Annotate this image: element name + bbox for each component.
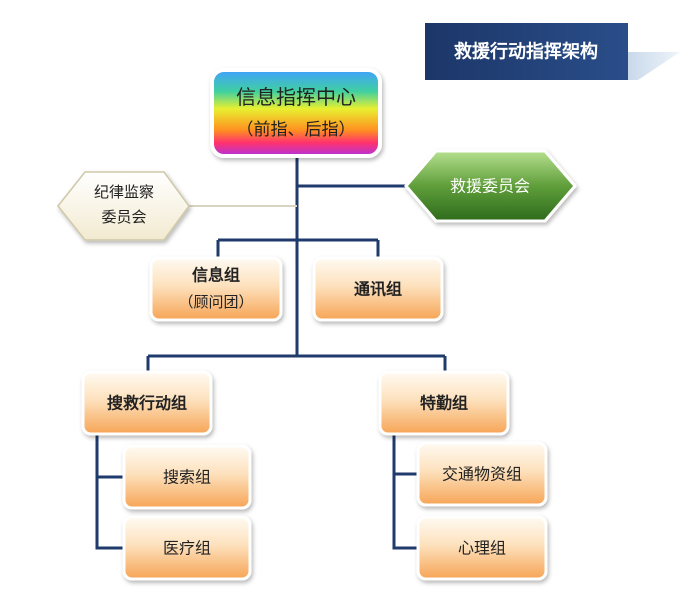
search-group-label: 搜索组 — [163, 468, 211, 487]
command-center-title: 信息指挥中心 — [236, 85, 356, 109]
search-action-group-label: 搜救行动组 — [107, 394, 187, 413]
node-discipline-committee[interactable]: 纪律监察 委员会 — [57, 171, 190, 241]
info-group-subtitle: （顾问团） — [178, 293, 253, 311]
node-medical-group[interactable]: 医疗组 — [122, 515, 252, 581]
node-command-center[interactable]: 信息指挥中心 （前指、后指） — [210, 68, 382, 158]
page-title: 救援行动指挥架构 — [454, 41, 598, 63]
special-duty-group-label: 特勤组 — [420, 394, 468, 413]
connector-search-subgroups — [95, 434, 124, 550]
node-special-duty-group[interactable]: 特勤组 — [378, 370, 510, 436]
comm-group-label: 通讯组 — [354, 280, 402, 299]
connectors — [95, 155, 447, 550]
discipline-committee-line2: 委员会 — [101, 208, 146, 226]
title-banner-tail — [628, 52, 680, 80]
medical-group-label: 医疗组 — [163, 539, 211, 558]
node-search-group[interactable]: 搜索组 — [122, 444, 252, 510]
info-group-title: 信息组 — [192, 266, 240, 285]
connector-special-subgroups — [392, 434, 418, 550]
command-center-subtitle: （前指、后指） — [237, 120, 356, 140]
node-info-group[interactable]: 信息组 （顾问团） — [149, 256, 283, 322]
traffic-supplies-group-label: 交通物资组 — [442, 465, 522, 484]
node-psychology-group[interactable]: 心理组 — [416, 515, 548, 581]
node-traffic-supplies-group[interactable]: 交通物资组 — [416, 441, 548, 507]
title-banner-box — [425, 23, 628, 80]
node-rescue-committee[interactable]: 救援委员会 — [404, 149, 577, 223]
node-comm-group[interactable]: 通讯组 — [312, 256, 444, 322]
node-search-action-group[interactable]: 搜救行动组 — [81, 370, 213, 436]
title-banner: 救援行动指挥架构 — [425, 23, 680, 80]
psychology-group-label: 心理组 — [458, 539, 506, 558]
rescue-committee-label: 救援委员会 — [450, 177, 530, 196]
discipline-committee-line1: 纪律监察 — [94, 183, 154, 201]
